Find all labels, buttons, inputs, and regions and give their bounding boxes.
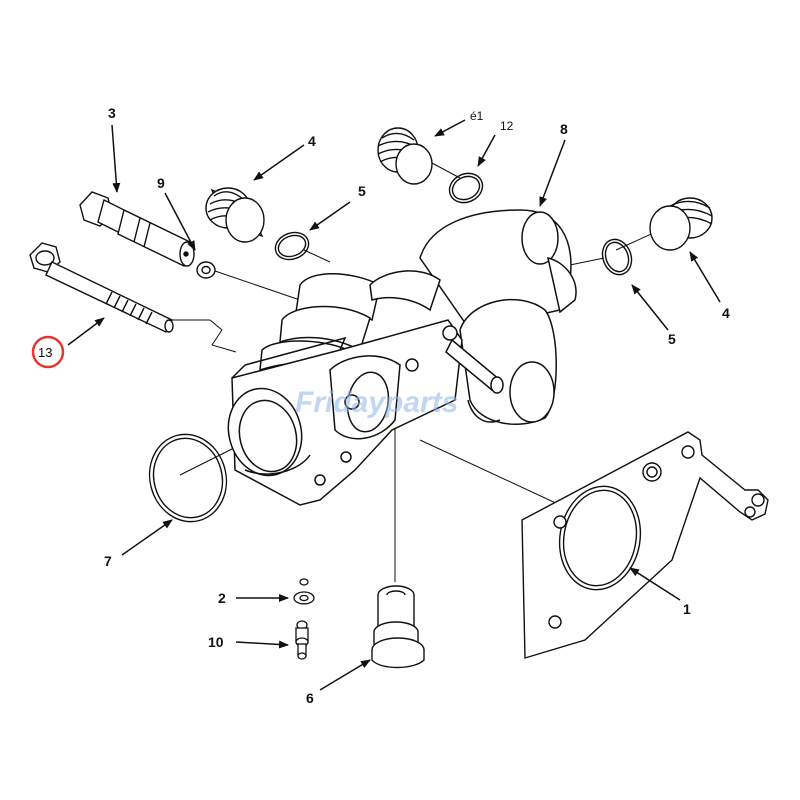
part-5-oring-left: [274, 231, 310, 261]
callout-5-right: 5: [668, 331, 676, 347]
part-10-screw: [295, 620, 309, 660]
part-9-washer: [196, 261, 216, 279]
leader-arrows: [67, 119, 721, 691]
callout-13: 13: [38, 345, 52, 360]
callout-2: 2: [218, 590, 226, 606]
callout-1: 1: [683, 601, 691, 617]
part-13-bolt: [29, 242, 174, 333]
highlight-ring: [31, 335, 65, 369]
callout-4-left: 4: [308, 133, 316, 149]
part-6-fitting: [371, 585, 425, 669]
part-11-plug-top: [377, 127, 433, 185]
watermark-text: Fridayparts: [295, 386, 458, 419]
part-8-housing: [227, 209, 577, 506]
part-3-fitting: [79, 191, 195, 268]
callout-labels: 3 9 4 5 é1 12 8 4 5 7 1 2 10 6: [104, 105, 730, 706]
callout-6: 6: [306, 690, 314, 706]
callout-10: 10: [208, 634, 224, 650]
part-12-oring: [448, 172, 484, 204]
callout-7: 7: [104, 553, 112, 569]
callout-13-highlight: 13: [31, 335, 65, 369]
part-1-gasket: [521, 431, 769, 659]
callout-12: 12: [500, 119, 514, 133]
callout-11: é1: [470, 109, 484, 123]
callout-4-right: 4: [722, 305, 730, 321]
part-4-plug-right: [649, 197, 713, 251]
part-5-oring-right: [601, 238, 633, 276]
callout-3: 3: [108, 105, 116, 121]
callout-5-left: 5: [358, 183, 366, 199]
callout-8: 8: [560, 121, 568, 137]
part-7-large-oring: [148, 433, 228, 523]
part-2-washer: [293, 578, 315, 605]
part-4-plug-left: [205, 187, 265, 243]
callout-9: 9: [157, 175, 165, 191]
